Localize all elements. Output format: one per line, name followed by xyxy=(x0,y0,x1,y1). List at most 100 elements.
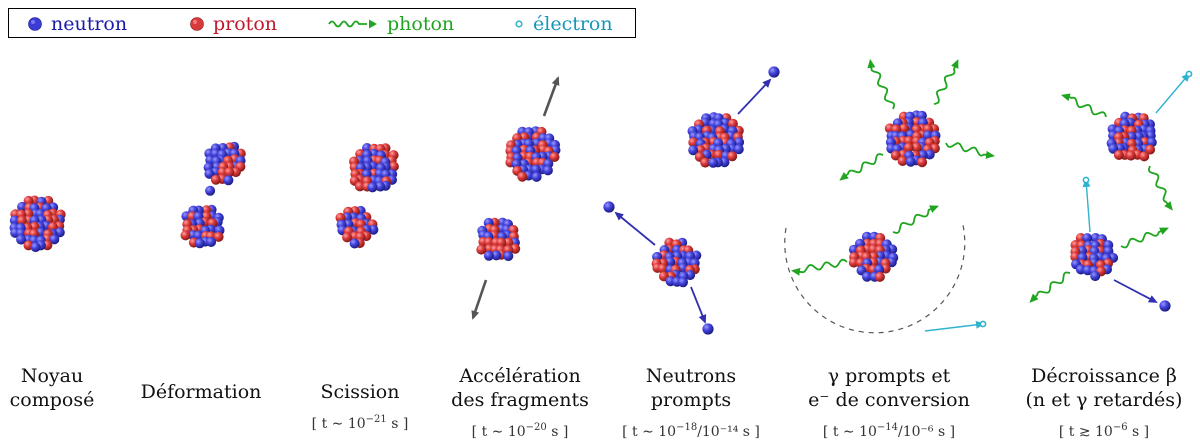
stage-label-deformation: Déformation xyxy=(101,380,301,404)
stage-label-line: Accélération xyxy=(459,365,581,387)
proton-sphere xyxy=(727,118,738,129)
fragment-emitting-neutron xyxy=(687,112,745,168)
legend-electron-label: électron xyxy=(533,13,613,35)
neutron-sphere xyxy=(16,234,27,245)
proton-sphere xyxy=(476,244,487,255)
proton-sphere xyxy=(210,174,221,185)
photon-wave-arrow xyxy=(839,153,884,181)
neutron-sphere xyxy=(49,234,60,245)
fragment-velocity-arrow xyxy=(542,76,560,117)
proton-sphere xyxy=(897,156,908,166)
neutron-sphere xyxy=(205,185,216,196)
excited-fragment xyxy=(848,231,899,282)
proton-sphere xyxy=(874,271,885,282)
emitted-neutron xyxy=(768,66,780,78)
stage-label-line: Déformation xyxy=(140,381,262,403)
proton-sphere xyxy=(1145,144,1156,155)
stage-label-line: des fragments xyxy=(451,389,589,411)
arrows-layer xyxy=(471,58,1191,334)
compound-nucleus xyxy=(9,195,66,253)
legend-neutron: neutron xyxy=(27,12,127,36)
fragment-emitting-neutron xyxy=(651,237,702,288)
excited-fragment xyxy=(884,110,941,168)
proton-sphere xyxy=(213,231,224,242)
proton-sphere xyxy=(657,263,668,274)
electron-arrow xyxy=(1082,178,1091,233)
electron-arrow xyxy=(924,320,985,332)
deformed-lobe-top xyxy=(203,141,246,186)
proton-sphere xyxy=(517,171,528,182)
neutron-sphere xyxy=(206,237,217,247)
stage-label-scission: Scission [ t ∼ 10−21 s ] xyxy=(260,380,460,438)
stage-label-acceleration: Accélération des fragments [ t ∼ 10−20 s… xyxy=(420,364,620,446)
legend-photon: photon xyxy=(327,12,454,36)
photon-wave-arrow xyxy=(892,205,939,234)
neutron-sphere xyxy=(30,242,41,253)
proton-sphere xyxy=(342,232,353,243)
fragment-light xyxy=(335,205,379,249)
neutron-sphere xyxy=(349,238,360,249)
proton-sphere xyxy=(549,152,560,162)
stage-label-beta-decay: Décroissance β (n et γ retardés) [ t ≳ 1… xyxy=(1004,364,1200,446)
neutron-sphere xyxy=(542,165,553,176)
neutron-arrow xyxy=(690,286,707,324)
proton-sphere xyxy=(224,167,235,178)
neutron-sphere xyxy=(367,182,378,193)
photon-wave-arrow xyxy=(791,258,848,276)
wavy-arrow-icon xyxy=(328,19,377,29)
stage-time-acceleration: [ t ∼ 10−20 s ] xyxy=(471,422,569,440)
neutron-sphere xyxy=(531,171,542,182)
conversion-electron xyxy=(979,320,987,328)
beta-decaying-fragment xyxy=(1070,233,1119,282)
neutron-sphere xyxy=(194,238,205,249)
stage-time-beta-decay: [ t ≳ 10−6 s ] xyxy=(1058,422,1150,440)
proton-sphere xyxy=(388,161,399,172)
emitted-neutron xyxy=(603,201,615,213)
proton-sphere xyxy=(47,222,58,232)
delayed-neutron xyxy=(1159,300,1171,312)
neutron-sphere xyxy=(1082,233,1093,244)
stage-label-prompt-neutrons: Neutrons prompts [ t ∼ 10−18/10⁻¹⁴ s ] xyxy=(591,364,791,446)
proton-sphere xyxy=(700,157,711,168)
stage-label-line: prompts xyxy=(650,389,732,411)
fragment-velocity-arrow xyxy=(471,279,488,320)
stage-label-line: (n et γ retardés) xyxy=(1025,389,1183,411)
neutron-sphere xyxy=(375,181,386,192)
proton-sphere xyxy=(1139,151,1150,162)
neutron-sphere xyxy=(874,264,885,275)
beta-electron xyxy=(1185,70,1193,78)
beta-decaying-fragment xyxy=(1106,111,1157,162)
accelerated-fragment-heavy xyxy=(505,126,561,182)
neutron-sphere xyxy=(223,175,234,186)
proton-sphere xyxy=(180,230,191,241)
neutron-sphere xyxy=(1090,271,1101,282)
neutron-sphere xyxy=(491,250,502,261)
neutron-sphere xyxy=(688,145,699,156)
photon-wave-arrow xyxy=(1147,165,1173,211)
electron-arrow xyxy=(1155,72,1191,114)
nuclei-layer xyxy=(9,110,1157,288)
neutron-sphere xyxy=(503,251,514,262)
stage-time-prompt-neutrons: [ t ∼ 10−18/10⁻¹⁴ s ] xyxy=(622,422,760,440)
fragment-heavy xyxy=(349,143,399,193)
legend-proton-label: proton xyxy=(213,13,277,35)
red-sphere-icon xyxy=(190,17,204,31)
legend-box: neutron proton photon électron xyxy=(8,8,636,38)
photon-wave-arrow xyxy=(1060,93,1107,118)
legend-photon-label: photon xyxy=(387,13,455,35)
deformed-neck xyxy=(205,185,216,196)
photon-wave-arrow xyxy=(1029,271,1071,303)
photon-wave-arrow xyxy=(933,59,959,105)
particles-layer xyxy=(603,66,1193,335)
proton-sphere xyxy=(503,237,514,248)
stage-label-compound-nucleus: Noyau composé xyxy=(0,364,152,412)
beta-electron xyxy=(1082,176,1090,184)
accelerated-fragment-light xyxy=(476,217,521,262)
proton-sphere xyxy=(1125,150,1136,161)
neutron-sphere xyxy=(9,215,20,226)
photon-wave-arrow xyxy=(945,142,995,159)
neutron-arrow xyxy=(737,78,772,115)
proton-sphere xyxy=(890,150,901,161)
proton-sphere xyxy=(496,237,507,248)
